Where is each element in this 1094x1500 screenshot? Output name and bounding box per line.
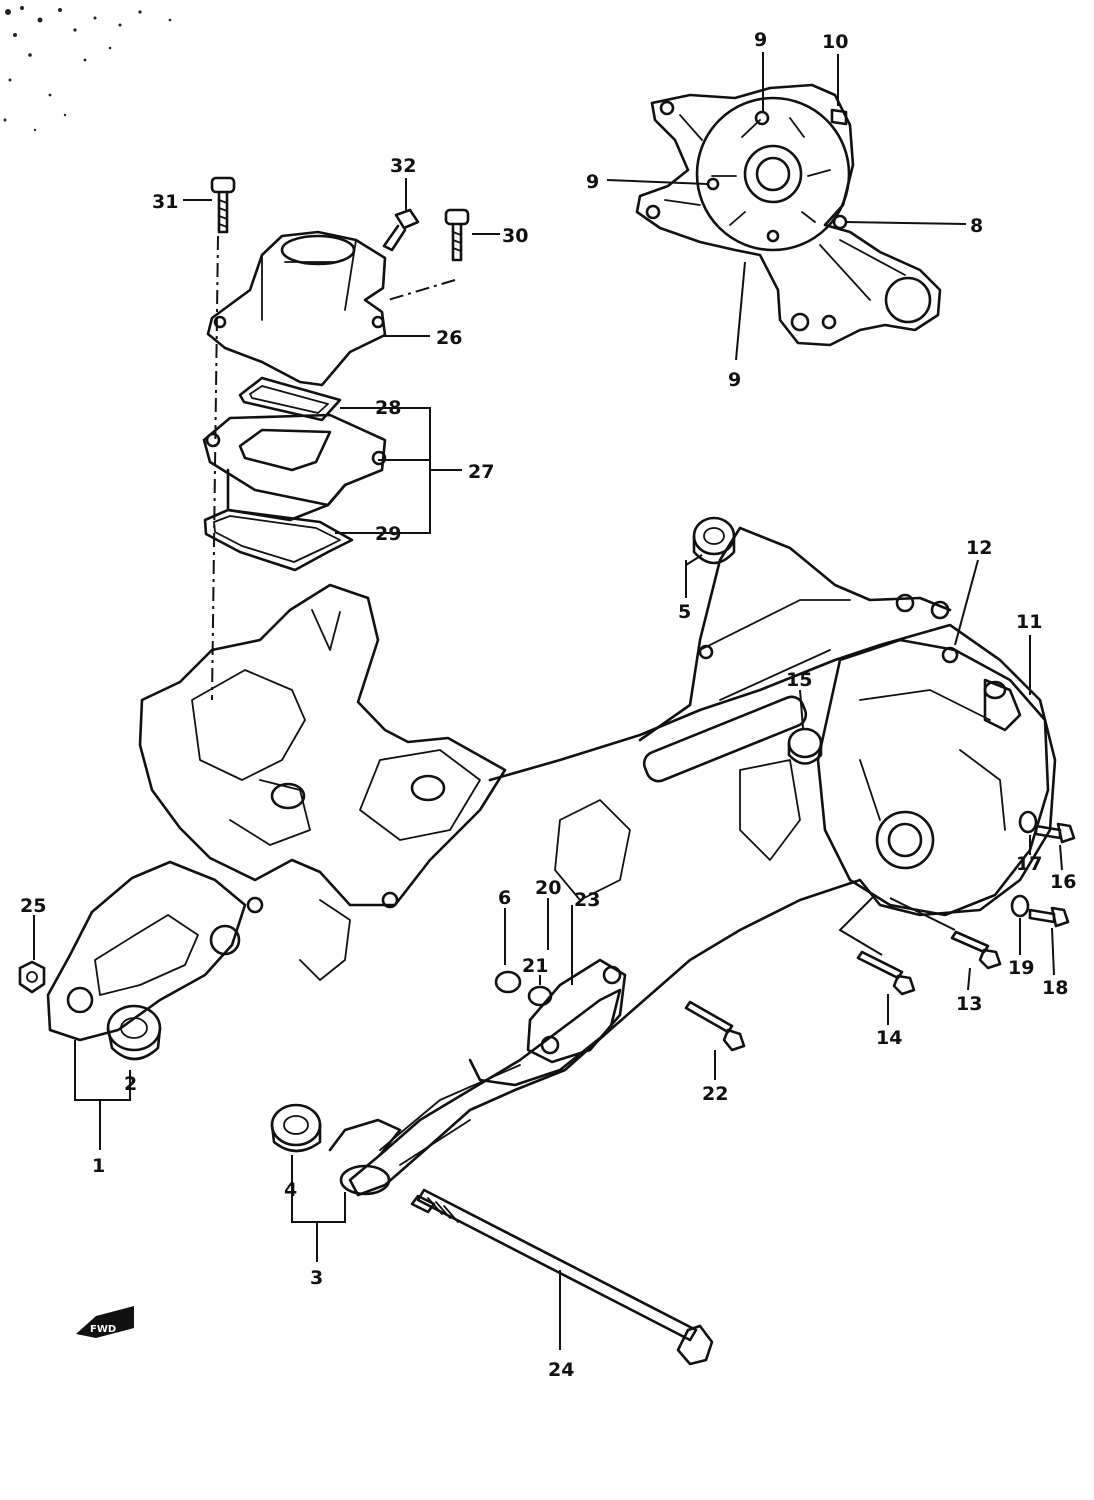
callout-26: 26 bbox=[436, 327, 462, 349]
callout-12: 12 bbox=[966, 537, 992, 559]
callout-27: 27 bbox=[468, 461, 494, 483]
callout-20: 20 bbox=[535, 877, 561, 899]
callout-9-top: 9 bbox=[754, 29, 767, 51]
washer-19 bbox=[1010, 894, 1030, 918]
callout-18: 18 bbox=[1042, 977, 1068, 999]
gasket-upper bbox=[238, 376, 342, 422]
direction-arrow-icon: FWD bbox=[76, 1306, 134, 1338]
bolt-30 bbox=[444, 208, 470, 262]
callout-30: 30 bbox=[502, 225, 528, 247]
bushing-21 bbox=[527, 985, 553, 1007]
callout-22: 22 bbox=[702, 1083, 728, 1105]
alignment-line bbox=[211, 235, 219, 701]
callout-9-bottom: 9 bbox=[728, 369, 741, 391]
callout-15: 15 bbox=[786, 669, 812, 691]
callout-5: 5 bbox=[678, 601, 691, 623]
bolt-14 bbox=[856, 950, 916, 996]
engine-bracket-plate bbox=[635, 83, 942, 347]
callout-10: 10 bbox=[822, 31, 848, 53]
callout-31: 31 bbox=[152, 191, 178, 213]
axle-24 bbox=[410, 1188, 714, 1366]
gasket-lower bbox=[203, 508, 354, 572]
callout-21: 21 bbox=[522, 955, 548, 977]
bolt-22 bbox=[684, 1000, 746, 1052]
bushing-5 bbox=[692, 516, 736, 565]
callout-6: 6 bbox=[498, 887, 511, 909]
callout-29: 29 bbox=[375, 523, 401, 545]
nut-25 bbox=[18, 960, 46, 994]
callout-8: 8 bbox=[970, 215, 983, 237]
callout-17: 17 bbox=[1016, 853, 1042, 875]
direction-marker-label: FWD bbox=[90, 1324, 116, 1335]
callout-14: 14 bbox=[876, 1027, 902, 1049]
callout-32: 32 bbox=[390, 155, 416, 177]
alignment-line-30 bbox=[387, 279, 456, 301]
callout-23: 23 bbox=[574, 889, 600, 911]
callout-25: 25 bbox=[20, 895, 46, 917]
bolt-18 bbox=[1028, 906, 1070, 928]
bolt-16 bbox=[1034, 822, 1076, 844]
callout-2: 2 bbox=[124, 1073, 137, 1095]
leader-lines bbox=[33, 52, 1063, 1350]
intake-pipe bbox=[206, 230, 387, 387]
callout-4: 4 bbox=[284, 1179, 297, 1201]
reed-valve bbox=[202, 413, 387, 522]
small-bolts-9 bbox=[706, 108, 848, 243]
callout-24: 24 bbox=[548, 1359, 574, 1381]
callout-3: 3 bbox=[310, 1267, 323, 1289]
callout-labels: 9 10 9 8 9 31 32 30 26 28 27 29 5 12 11 … bbox=[20, 29, 1076, 1381]
scan-noise bbox=[3, 6, 172, 132]
callout-28: 28 bbox=[375, 397, 401, 419]
callout-19: 19 bbox=[1008, 957, 1034, 979]
callout-13: 13 bbox=[956, 993, 982, 1015]
callout-11: 11 bbox=[1016, 611, 1042, 633]
callout-9-left: 9 bbox=[586, 171, 599, 193]
callout-1: 1 bbox=[92, 1155, 105, 1177]
bushing-4 bbox=[270, 1103, 322, 1153]
callout-16: 16 bbox=[1050, 871, 1076, 893]
bushing-15 bbox=[787, 727, 823, 765]
bolt-13 bbox=[950, 930, 1002, 970]
bushing-2 bbox=[106, 1004, 162, 1061]
washer-17 bbox=[1018, 810, 1038, 834]
bolt-32 bbox=[382, 208, 420, 252]
bolt-31 bbox=[210, 176, 236, 234]
bushing-6 bbox=[494, 970, 522, 994]
crankcase-assembly bbox=[46, 526, 1057, 1197]
